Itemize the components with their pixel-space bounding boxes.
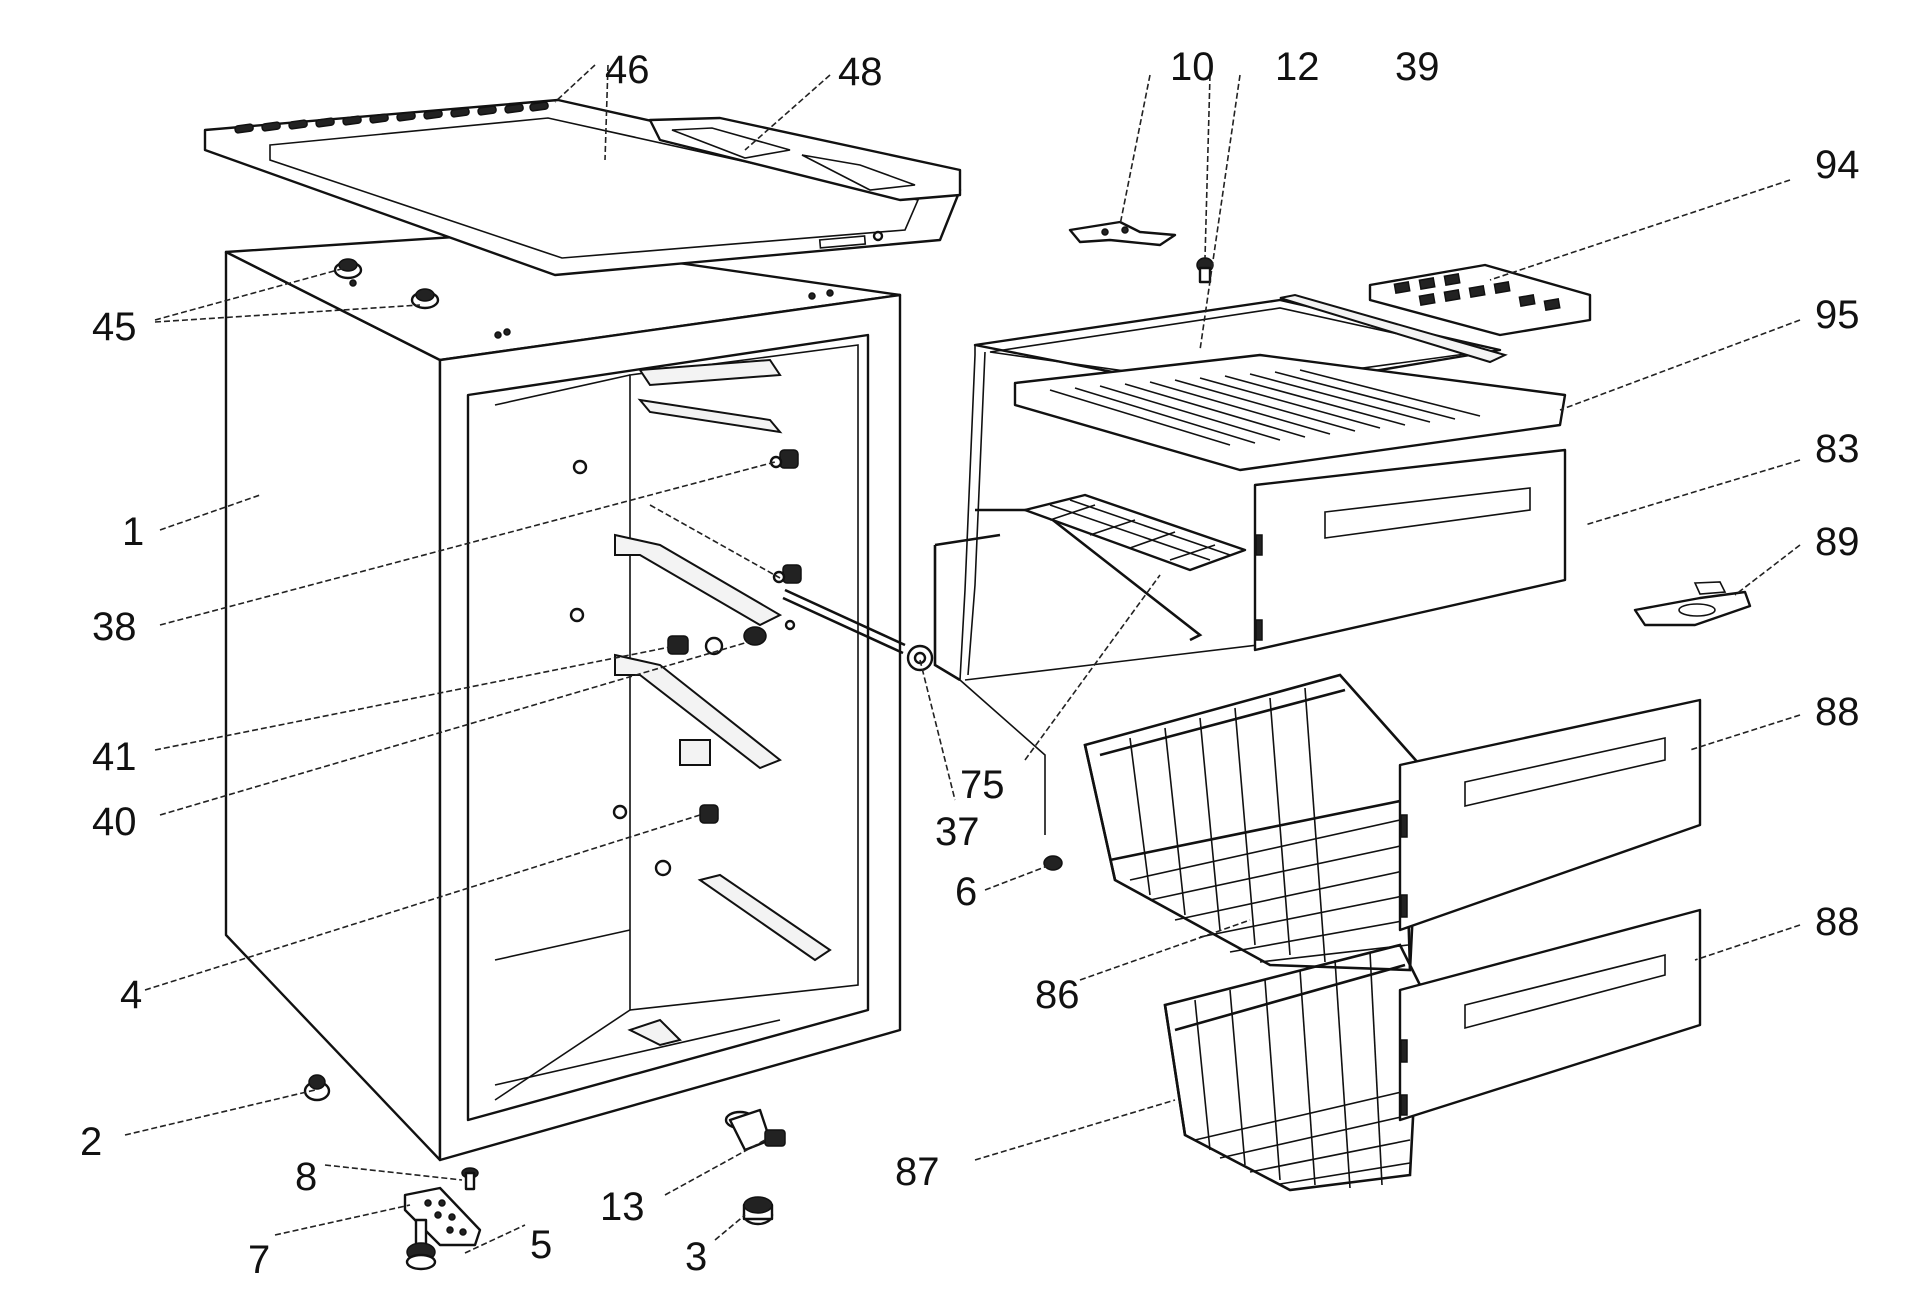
hinge-plate-89 (1633, 581, 1752, 627)
part-labels: 46 48 10 12 39 94 45 95 83 1 89 38 88 41… (80, 45, 1860, 1282)
label-part-40: 40 (92, 800, 137, 844)
label-part-88-upper: 88 (1815, 690, 1860, 734)
label-part-7: 7 (248, 1238, 270, 1282)
label-part-88-lower: 88 (1815, 900, 1860, 944)
label-part-37: 37 (935, 810, 980, 854)
label-part-4: 4 (120, 973, 142, 1017)
label-part-95: 95 (1815, 293, 1860, 337)
leader-lines (124, 64, 1801, 1254)
screw-8 (461, 1167, 479, 1191)
screw-6 (1043, 855, 1063, 871)
label-part-8: 8 (295, 1155, 317, 1199)
label-part-2: 2 (80, 1120, 102, 1164)
label-part-87: 87 (895, 1150, 940, 1194)
ice-tray-cells (1049, 499, 1231, 561)
label-part-5: 5 (530, 1223, 552, 1267)
worktop-vent-slots (234, 101, 549, 134)
pin-41 (667, 626, 767, 656)
basket-86-grid (1129, 687, 1409, 963)
label-part-41: 41 (92, 735, 137, 779)
label-part-48: 48 (838, 50, 883, 94)
label-part-94: 94 (1815, 143, 1860, 187)
label-part-1: 1 (122, 510, 144, 554)
label-part-46: 46 (605, 48, 650, 92)
grommet-45a (333, 258, 363, 280)
crisper-basket-87 (1163, 943, 1422, 1192)
adjustable-foot-5 (405, 1218, 437, 1271)
foot-2 (303, 1074, 331, 1102)
label-part-75: 75 (960, 763, 1005, 807)
pin-38a (769, 449, 799, 469)
label-part-10: 10 (1170, 45, 1215, 89)
drawer-front-88-lower (1398, 908, 1702, 1122)
bracket-13 (724, 1108, 786, 1152)
hinge-rod-37 (782, 588, 934, 672)
label-part-13: 13 (600, 1185, 645, 1229)
pin-38b (772, 564, 802, 584)
evaporator-tray-slots (1049, 369, 1481, 446)
label-part-6: 6 (955, 870, 977, 914)
crisper-basket-86 (1083, 673, 1422, 972)
basket-87-grid (1194, 951, 1411, 1189)
label-part-86: 86 (1035, 973, 1080, 1017)
ice-tray-94 (1368, 263, 1592, 337)
freezer-compartment (933, 293, 1567, 835)
grommet-45b (410, 288, 440, 310)
label-part-3: 3 (685, 1235, 707, 1279)
screw-12 (1196, 257, 1214, 284)
drawer-front-88-upper (1398, 698, 1702, 932)
label-part-89: 89 (1815, 520, 1860, 564)
label-part-45: 45 (92, 305, 137, 349)
cabinet-body (224, 233, 902, 1162)
label-part-83: 83 (1815, 427, 1860, 471)
hinge-10 (1068, 220, 1177, 247)
label-part-39: 39 (1395, 45, 1440, 89)
label-part-12: 12 (1275, 45, 1320, 89)
pin-4 (699, 804, 719, 824)
cap-3 (742, 1196, 774, 1226)
hinge-bracket-7 (403, 1186, 482, 1247)
label-part-38: 38 (92, 605, 137, 649)
